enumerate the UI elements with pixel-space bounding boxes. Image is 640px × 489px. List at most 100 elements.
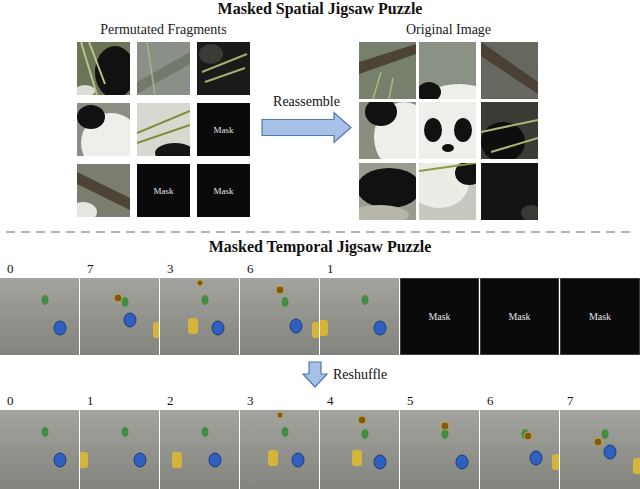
panda-ear bbox=[417, 82, 441, 102]
yellow-object bbox=[318, 320, 328, 336]
frame-number: 0 bbox=[0, 392, 80, 408]
blue-object bbox=[212, 321, 224, 335]
image-fragment bbox=[137, 42, 190, 95]
video-frame-image bbox=[80, 278, 163, 355]
frame-number: 3 bbox=[160, 260, 240, 276]
video-frame: 4 bbox=[320, 392, 400, 489]
image-fragment bbox=[75, 42, 135, 98]
frame-number: 1 bbox=[80, 392, 160, 408]
frame-ground bbox=[480, 410, 559, 489]
frame-ground bbox=[560, 410, 640, 489]
frame-number: 7 bbox=[80, 260, 160, 276]
mask-text: Mask bbox=[214, 182, 234, 200]
mask-tile: Mask bbox=[137, 164, 190, 217]
frame-ground bbox=[320, 278, 399, 355]
branch bbox=[359, 44, 416, 74]
yellow-object bbox=[188, 318, 198, 334]
frame-number: 5 bbox=[400, 392, 480, 408]
image-tile bbox=[409, 158, 483, 220]
mask-frame: Mask bbox=[560, 278, 640, 355]
video-frame-image bbox=[160, 410, 239, 489]
frame-ground bbox=[160, 278, 239, 355]
mask-frame: Mask bbox=[400, 278, 479, 355]
mask-text: Mask bbox=[428, 311, 450, 322]
panda-nose bbox=[442, 144, 454, 152]
video-frame-image bbox=[78, 410, 159, 489]
tile-ground bbox=[359, 42, 416, 99]
video-frame-image bbox=[240, 410, 319, 489]
video-frame-image bbox=[0, 410, 79, 489]
grid-heading: Original Image bbox=[359, 20, 538, 38]
green-object bbox=[202, 427, 209, 437]
brown-object bbox=[524, 432, 532, 440]
arrow-label: Reassemble bbox=[273, 94, 340, 110]
green-object bbox=[42, 295, 49, 305]
mask-tile: Mask bbox=[197, 103, 250, 156]
dashed-divider bbox=[6, 231, 634, 233]
arrow-label: Reshuffle bbox=[333, 366, 387, 383]
image-tile bbox=[419, 102, 476, 159]
yellow-object bbox=[172, 452, 182, 468]
brown-object bbox=[277, 412, 283, 418]
eye-patch bbox=[454, 118, 472, 142]
frame-ground bbox=[0, 410, 79, 489]
frame-number: 4 bbox=[320, 392, 400, 408]
frame-number: 6 bbox=[480, 392, 560, 408]
blue-object bbox=[54, 453, 66, 467]
video-frame: 3 bbox=[160, 260, 240, 355]
figure-title: Masked Spatial Jigsaw Puzzle bbox=[0, 0, 640, 18]
video-frame: 2 bbox=[160, 392, 240, 489]
tile-ground bbox=[481, 42, 538, 99]
video-frame: 3 bbox=[240, 392, 320, 489]
video-frame: 1 bbox=[320, 260, 400, 355]
image-fragment bbox=[77, 103, 141, 173]
green-object bbox=[602, 429, 609, 439]
image-fragment bbox=[69, 164, 130, 222]
panda-paw bbox=[199, 44, 223, 64]
yellow-object bbox=[78, 452, 88, 468]
panda-ear bbox=[365, 98, 397, 126]
frame-number: 7 bbox=[560, 392, 640, 408]
grid-heading: Permutated Fragments bbox=[77, 20, 250, 38]
panda-ear bbox=[77, 105, 105, 129]
bamboo bbox=[481, 120, 538, 152]
frame-number: 6 bbox=[240, 260, 320, 276]
fragment-ground bbox=[197, 42, 250, 95]
frame-number: 1 bbox=[320, 260, 400, 276]
yellow-object bbox=[268, 450, 278, 466]
video-frame: 0 bbox=[0, 392, 80, 489]
frame-ground bbox=[80, 278, 159, 355]
brown-object bbox=[441, 422, 449, 430]
panda-fur bbox=[75, 85, 95, 97]
log bbox=[349, 205, 409, 225]
image-tile bbox=[349, 163, 421, 225]
frame-number: 0 bbox=[0, 260, 80, 276]
green-object bbox=[122, 427, 129, 437]
video-frame: 7 bbox=[80, 260, 160, 355]
blue-object bbox=[54, 321, 66, 335]
video-frame: 6 bbox=[240, 260, 320, 355]
video-frame-image bbox=[318, 278, 399, 355]
video-frame: 7 bbox=[560, 392, 640, 489]
green-object bbox=[122, 297, 129, 307]
frame-ground bbox=[240, 410, 319, 489]
video-frame-image bbox=[400, 410, 479, 489]
blue-object bbox=[530, 451, 542, 465]
image-grid: Original Image bbox=[359, 20, 538, 219]
bamboo bbox=[202, 54, 247, 82]
section-heading: Masked Temporal Jigsaw Puzzle bbox=[170, 238, 470, 256]
video-frame: 1 bbox=[80, 392, 160, 489]
green-object bbox=[362, 295, 369, 305]
frame-ground bbox=[80, 410, 159, 489]
background-wall bbox=[137, 52, 190, 94]
green-object bbox=[362, 429, 369, 439]
frame-ground bbox=[240, 278, 319, 355]
eye-patch bbox=[424, 118, 442, 142]
mask-text: Mask bbox=[589, 311, 611, 322]
mask-text: Mask bbox=[214, 121, 234, 139]
bamboo bbox=[137, 111, 190, 143]
frame-ground bbox=[160, 410, 239, 489]
green-object bbox=[42, 427, 49, 437]
blue-object bbox=[124, 313, 136, 327]
blue-object bbox=[134, 453, 146, 467]
